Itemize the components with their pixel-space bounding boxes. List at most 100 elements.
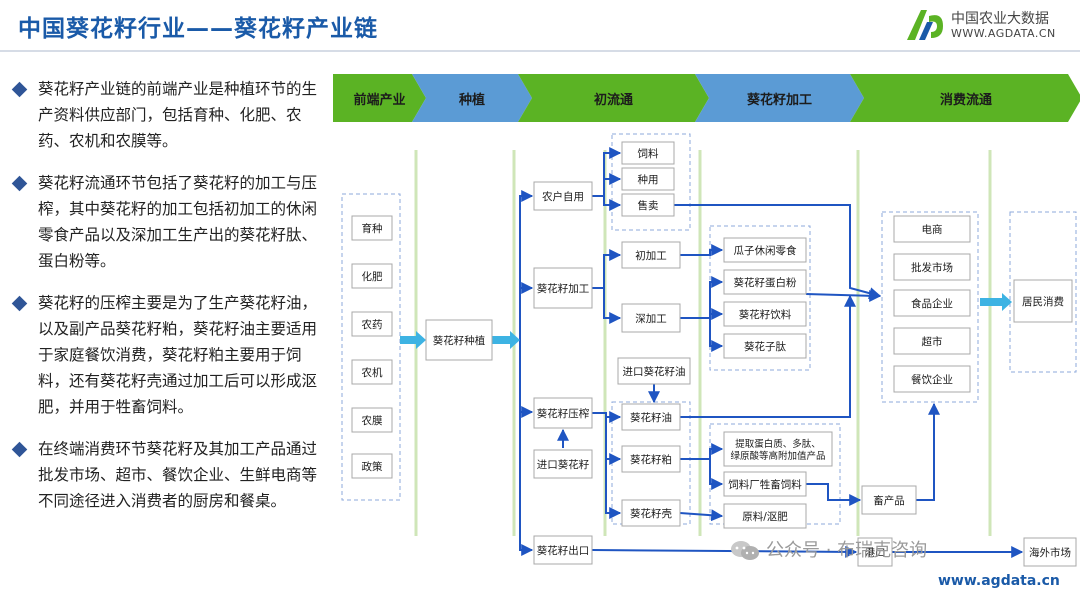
- node-catering: 餐饮企业: [893, 365, 971, 393]
- node-press-label: 葵花籽压榨: [537, 407, 590, 420]
- node-peptide-label: 葵花子肽: [744, 340, 786, 353]
- node-feed-factory-box: [723, 471, 807, 497]
- bullet-text: 在终端消费环节葵花籽及其加工产品通过批发市场、超市、餐饮企业、生鲜电商等不同途径…: [38, 440, 318, 510]
- node-livestock: 畜产品: [861, 485, 917, 515]
- input-to-planting-arrow: [400, 331, 426, 349]
- flow-connector: [680, 294, 856, 418]
- node-wholesale: 批发市场: [893, 253, 971, 281]
- flow-connector: [709, 459, 724, 490]
- flow-connector: [679, 509, 724, 522]
- agdata-logo: 中国农业大数据 WWW.AGDATA.CN: [905, 6, 1075, 46]
- flow-connector: [806, 483, 862, 506]
- node-overseas-box: [1023, 537, 1077, 567]
- diamond-bullet-icon: [11, 81, 28, 98]
- bullet-list: 葵花籽产业链的前端产业是种植环节的生产资料供应部门，包括育种、化肥、农药、农机和…: [10, 76, 332, 530]
- node-extract: 提取蛋白质、多肽、绿原酸等高附加值产品: [723, 431, 833, 467]
- node-port-label: 港口: [865, 547, 886, 559]
- stage-consumption-label: 消费流通: [940, 92, 992, 108]
- dashed-group-frame: [1009, 211, 1077, 373]
- node-catering-box: [893, 365, 971, 393]
- stage-planting-shape: [412, 74, 532, 122]
- node-ecommerce-label: 电商: [922, 223, 943, 236]
- bullet-text: 葵花籽的压榨主要是为了生产葵花籽油，以及副产品葵花籽粕，葵花籽油主要适用于家庭餐…: [38, 294, 318, 416]
- footer-url: www.agdata.cn: [938, 573, 1060, 589]
- node-seed-use-box: [621, 167, 675, 191]
- node-export-box: [533, 535, 593, 565]
- flow-connector: [674, 204, 882, 300]
- flow-connector: [591, 545, 858, 558]
- node-seed-use: 种用: [621, 167, 675, 191]
- node-snack-label: 瓜子休闲零食: [734, 244, 797, 257]
- flow-connector: [805, 290, 882, 302]
- diamond-bullet-icon: [11, 295, 28, 312]
- node-livestock-label: 畜产品: [873, 494, 905, 507]
- flow-connector: [680, 443, 724, 460]
- node-import-seed-label: 进口葵花籽: [537, 458, 590, 471]
- node-wholesale-label: 批发市场: [911, 261, 953, 274]
- input-node: 政策: [351, 453, 393, 479]
- agdata-logo-icon: [907, 10, 943, 40]
- watermark-text: 公众号 · 布瑞克咨询: [766, 540, 928, 561]
- stage-front-industry-shape: [333, 74, 426, 122]
- node-self-use-box: [533, 181, 593, 211]
- node-process-label: 葵花籽加工: [537, 282, 590, 295]
- input-node-label: 农机: [362, 366, 383, 379]
- bullet-item: 葵花籽的压榨主要是为了生产葵花籽油，以及副产品葵花籽粕，葵花籽油主要适用于家庭餐…: [10, 290, 332, 420]
- node-supermarket-box: [893, 327, 971, 355]
- node-food-co-box: [893, 289, 971, 317]
- flow-connector: [592, 249, 622, 289]
- node-overseas-label: 海外市场: [1029, 546, 1071, 559]
- node-shell-label: 葵花籽壳: [630, 507, 672, 520]
- node-export-label: 葵花籽出口: [537, 544, 590, 557]
- input-node-box: [351, 359, 393, 385]
- node-import-oil: 进口葵花籽油: [617, 357, 691, 385]
- flow-connector: [592, 411, 622, 423]
- node-primary: 初加工: [621, 241, 681, 269]
- node-plant-label: 葵花籽种植: [433, 334, 486, 347]
- input-node-label: 化肥: [362, 270, 383, 283]
- stage-primary-circulation-shape: [518, 74, 709, 122]
- input-node-label: 育种: [362, 222, 383, 235]
- node-extract-label: 提取蛋白质、多肽、绿原酸等高附加值产品: [730, 438, 825, 462]
- flow-nodes: 育种化肥农药农机农膜政策葵花籽种植农户自用葵花籽加工葵花籽压榨进口葵花籽葵花籽出…: [351, 141, 1077, 567]
- flow-connector: [603, 288, 622, 324]
- node-oil-box: [621, 403, 681, 431]
- flow-connector: [592, 147, 622, 197]
- node-sell: 售卖: [621, 193, 675, 217]
- flow-connector: [916, 402, 940, 501]
- node-resident: 居民消费: [1013, 279, 1073, 323]
- node-feed-box: [621, 141, 675, 165]
- node-self-use: 农户自用: [533, 181, 593, 211]
- node-process-box: [533, 267, 593, 309]
- node-drink-label: 葵花籽饮料: [739, 308, 792, 321]
- node-self-use-label: 农户自用: [542, 190, 584, 203]
- flow-connector: [605, 417, 622, 465]
- node-press: 葵花籽压榨: [533, 397, 593, 429]
- logo-text-cn: 中国农业大数据: [951, 11, 1049, 27]
- node-ecommerce-box: [893, 215, 971, 243]
- node-primary-box: [621, 241, 681, 269]
- node-process: 葵花籽加工: [533, 267, 593, 309]
- node-wholesale-box: [893, 253, 971, 281]
- node-plant-box: [425, 319, 493, 361]
- node-port-box: [857, 537, 893, 567]
- input-node-box: [351, 311, 393, 337]
- node-seed-use-label: 种用: [638, 173, 659, 186]
- logo-text-en: WWW.AGDATA.CN: [951, 27, 1056, 40]
- input-node: 育种: [351, 215, 393, 241]
- node-supermarket: 超市: [893, 327, 971, 355]
- node-feed-factory: 饲料厂牲畜饲料: [723, 471, 807, 497]
- node-deep-label: 深加工: [635, 313, 667, 325]
- node-compost-label: 原料/沤肥: [742, 510, 788, 523]
- node-meal-label: 葵花籽粕: [630, 453, 672, 466]
- node-port: 港口: [857, 537, 893, 567]
- node-sell-box: [621, 193, 675, 217]
- industry-chain-diagram: 前端产业种植初流通葵花籽加工消费流通 育种化肥农药农机农膜政策葵花籽种植农户自用…: [333, 74, 1080, 567]
- input-node: 农机: [351, 359, 393, 385]
- input-node: 农药: [351, 311, 393, 337]
- flow-connector: [519, 190, 534, 406]
- node-protein-label: 葵花籽蛋白粉: [734, 276, 797, 289]
- stage-planting-label: 种植: [458, 92, 485, 108]
- watermark: 公众号 · 布瑞克咨询: [730, 536, 927, 562]
- stage-processing-shape: [695, 74, 864, 122]
